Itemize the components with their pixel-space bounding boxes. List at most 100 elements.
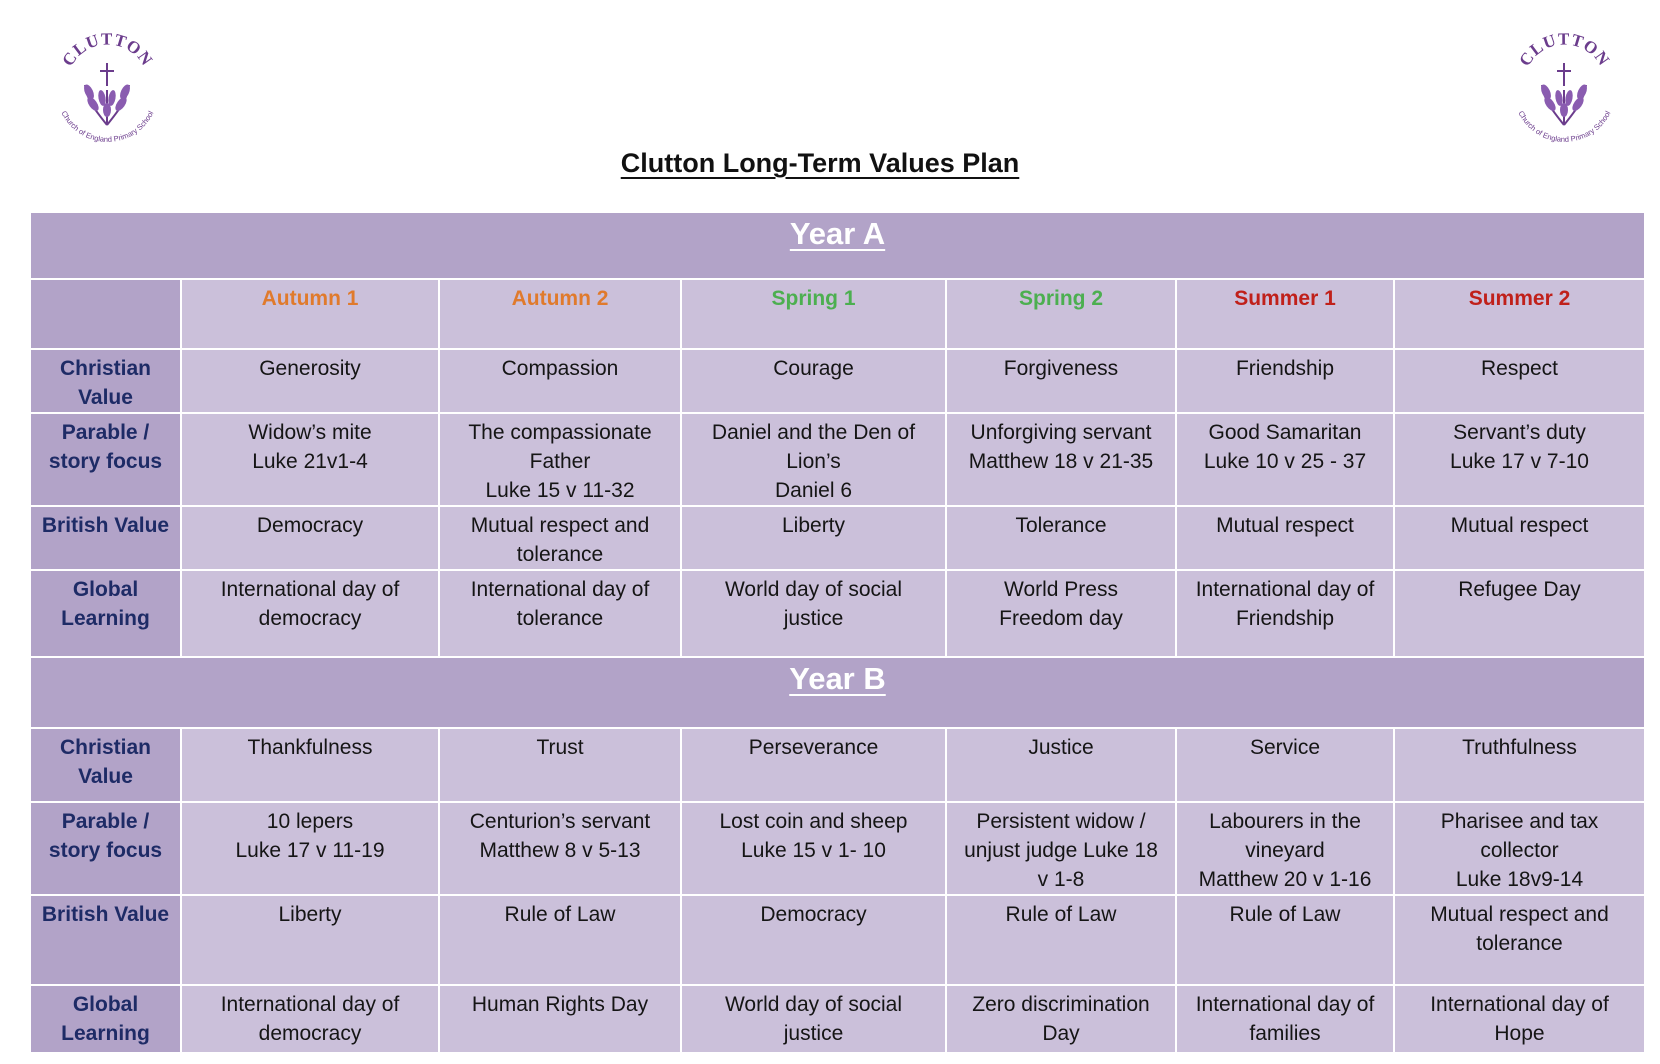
table-cell: World day of social justice [680,569,947,658]
row-label: British Value [29,505,182,571]
cell-line: British Value [41,514,170,537]
table-cell: Liberty [680,505,947,571]
cell-line: Daniel 6 [774,479,853,502]
cell-line: Service [1249,736,1321,759]
cell-line: Learning [61,607,150,630]
cell-line: Global [72,578,139,601]
cell-line: Democracy [760,903,867,926]
table-cell: Justice [945,727,1177,803]
term-heading: Summer 1 [1175,278,1395,350]
cell-line: Luke 15 v 11-32 [485,479,635,502]
table-cell: Human Rights Day [438,984,682,1054]
cell-line: Justice [1028,736,1094,759]
cell-line: Trust [536,736,584,759]
table-cell: Mutual respect [1175,505,1395,571]
cell-line: Mutual respect and [1430,903,1609,926]
table-cell: Mutual respect and tolerance [438,505,682,571]
cell-line: Persistent widow / [976,810,1146,833]
cell-line: Centurion’s servant [469,810,651,833]
cell-line: International day of [220,578,400,601]
cell-line: v 1-8 [1037,868,1085,891]
cell-line: Learning [61,1022,150,1045]
row-label: Parable /story focus [29,412,182,507]
cell-line: Luke 17 v 11-19 [235,839,385,862]
table-cell: Refugee Day [1393,569,1646,658]
cell-line: World day of social [724,578,903,601]
empty-corner-cell [29,278,182,350]
cell-line: Matthew 20 v 1-16 [1198,868,1372,891]
cell-line: Parable / [61,810,150,833]
cell-line: tolerance [516,607,604,630]
cell-line: families [1249,1022,1321,1045]
cell-line: Mutual respect [1216,514,1354,537]
cell-line: Luke 18v9-14 [1455,868,1584,891]
table-cell: Respect [1393,348,1646,414]
cell-line: Christian [59,736,151,759]
cell-line: tolerance [516,543,604,566]
school-logo: CLUTTON Church of England Primary School [1515,30,1612,144]
year-heading: Year A [29,211,1646,280]
table-row: British Value Democracy Mutual respect and… [29,505,1646,571]
cell-line: Pharisee and tax [1440,810,1599,833]
cell-line: story focus [48,839,163,862]
cell-line: Luke 15 v 1- 10 [741,839,886,862]
cell-line: Refugee Day [1458,578,1581,601]
cell-line: Hope [1494,1022,1545,1045]
page-title: Clutton Long-Term Values Plan [620,148,1020,178]
term-heading: Spring 1 [680,278,947,350]
cell-line: Luke 21v1-4 [252,450,368,473]
cell-line: Luke 10 v 25 - 37 [1203,450,1367,473]
cell-line: Perseverance [748,736,879,759]
cell-line: World day of social [724,993,903,1016]
cell-line: democracy [258,607,362,630]
term-heading: Autumn 1 [180,278,440,350]
cell-line: Friendship [1235,607,1335,630]
cell-line: Day [1042,1022,1080,1045]
cell-line: Value [78,765,133,788]
cell-line: Thankfulness [247,736,373,759]
year-heading: Year B [29,656,1646,729]
cell-line: justice [783,607,844,630]
cell-line: Daniel and the Den of [711,421,916,444]
cell-line: Zero discrimination [972,993,1150,1016]
cell-line: Courage [773,357,854,380]
cell-line: Mutual respect and [470,514,650,537]
cell-line: Freedom day [999,607,1123,630]
cell-line: Father [529,450,591,473]
table-cell: Generosity [180,348,440,414]
cell-line: Matthew 8 v 5-13 [479,839,641,862]
cell-line: Respect [1480,357,1559,380]
table-cell: Rule of Law [945,894,1177,986]
cell-line: Value [78,386,133,409]
cell-line: International day of [470,578,650,601]
cell-line: Generosity [259,357,361,380]
cell-line: World Press [1004,578,1118,601]
table-row: British Value Liberty Rule of Law Democracy… [29,894,1646,986]
table-cell: Compassion [438,348,682,414]
cell-line: Liberty [278,903,342,926]
cell-line: Labourers in the [1209,810,1361,833]
cell-line: Democracy [256,514,364,537]
row-label: British Value [29,894,182,986]
school-logo: CLUTTON Church of England Primary School [58,30,155,144]
cell-line: International day of [1430,993,1609,1016]
cell-line: Rule of Law [504,903,616,926]
